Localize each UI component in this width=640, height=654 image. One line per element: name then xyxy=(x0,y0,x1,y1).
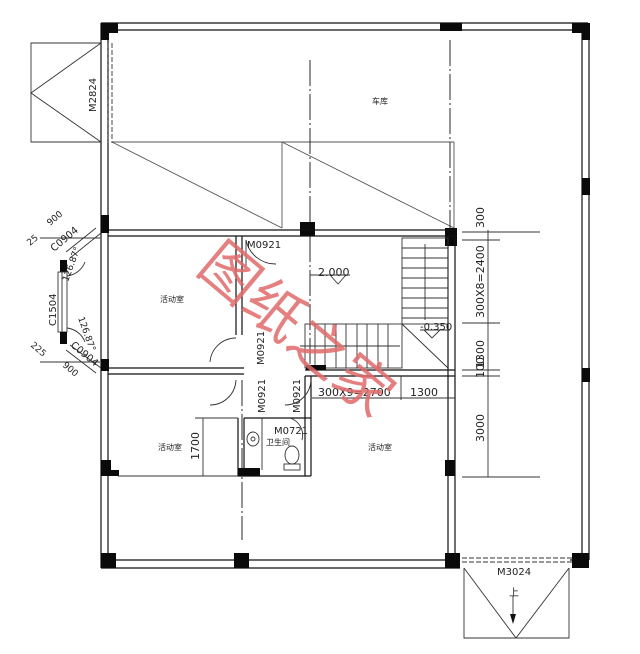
room-label-activity-lower-right: 活动室 xyxy=(368,442,392,452)
dim-right-small: 100 xyxy=(474,357,487,378)
entry-arrow-icon xyxy=(510,614,516,624)
door-label-garage: M2824 xyxy=(88,78,99,112)
door-label-hall-left: M0921 xyxy=(256,331,267,365)
toilet-icon xyxy=(284,445,300,465)
labels: 车库 活动室 活动室 活动室 卫生间 M2824 M0921 M0921 M09… xyxy=(26,78,532,599)
outer-walls xyxy=(100,22,590,569)
room-label-bathroom: 卫生间 xyxy=(266,437,290,447)
staircase xyxy=(300,237,449,370)
dim-right-stair: 300X8=2400 xyxy=(474,245,487,318)
door-label-hall-top: M0921 xyxy=(247,240,281,251)
elevation-stair-base: -0.350 xyxy=(420,322,452,333)
dim-right-landing: 1300 xyxy=(474,340,487,368)
door-label-entry: M3024 xyxy=(497,567,531,578)
dim-bay-bottom-offset: 225 xyxy=(28,341,48,360)
elevation-landing: 2.000 xyxy=(318,266,350,279)
dim-left-room: 1700 xyxy=(189,432,202,460)
dim-bay-bottom-width: 900 xyxy=(60,361,80,380)
entry-direction-label: 上 xyxy=(509,587,519,599)
window-label-bay-middle: C1504 xyxy=(48,294,59,326)
dim-stair-run: 300X9=2700 xyxy=(318,386,391,399)
bay-window xyxy=(40,227,102,374)
entry-porch xyxy=(462,557,572,639)
dim-right-top: 300 xyxy=(474,207,487,228)
dim-bay-top-offset: 25 xyxy=(26,233,41,248)
dim-right-bottom: 3000 xyxy=(474,414,487,442)
dim-bay-top-width: 900 xyxy=(46,209,66,228)
door-swings xyxy=(209,239,312,441)
dim-stair-landing: 1300 xyxy=(410,386,438,399)
garage-area xyxy=(30,40,455,229)
door-label-hall-lower-right: M0921 xyxy=(292,379,303,413)
room-label-activity-lower-left: 活动室 xyxy=(158,442,182,452)
room-label-activity-upper-left: 活动室 xyxy=(160,294,184,304)
toilet-tank-icon xyxy=(283,463,301,471)
door-label-bathroom: M0721 xyxy=(274,426,308,437)
bathroom-fixtures xyxy=(246,431,301,471)
door-label-hall-lower-left: M0921 xyxy=(257,379,268,413)
sink-drain-icon xyxy=(250,436,256,442)
dimension-lines-right xyxy=(195,230,540,478)
room-label-garage: 车库 xyxy=(372,96,388,106)
sink-icon xyxy=(246,431,260,447)
